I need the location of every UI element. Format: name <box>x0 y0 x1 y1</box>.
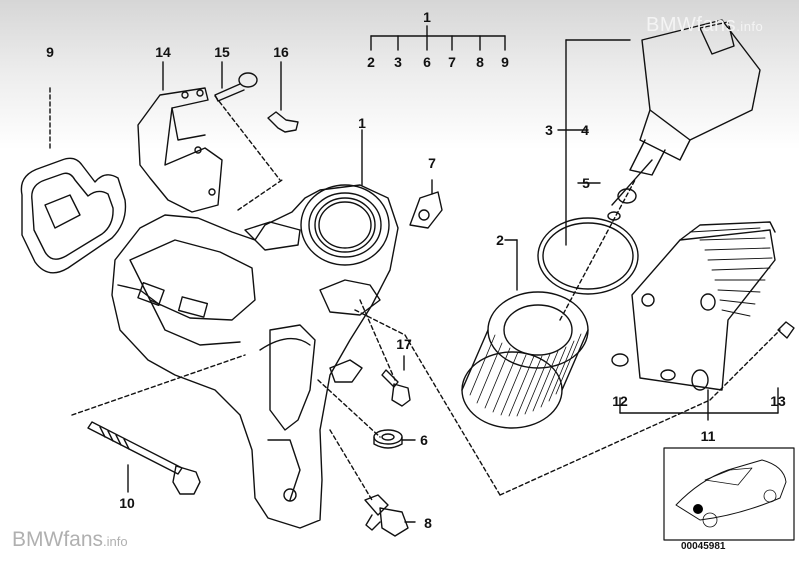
group-bracket-1 <box>370 25 506 51</box>
bolt-17-part <box>381 355 411 407</box>
o-ring-part <box>537 217 639 295</box>
callout-17: 17 <box>396 336 412 352</box>
gasket-part <box>20 87 127 274</box>
bracket-part <box>137 61 223 213</box>
callout-14: 14 <box>155 44 171 60</box>
long-bolt-part <box>87 421 201 495</box>
callout-3-group: 3 <box>394 54 402 70</box>
watermark-top: BMWfans.info <box>646 14 764 36</box>
callout-16: 16 <box>273 44 289 60</box>
callout-5: 5 <box>582 175 590 191</box>
callout-2: 2 <box>496 232 504 248</box>
oil-cooler-part <box>611 221 795 421</box>
filter-element-part <box>461 239 589 429</box>
bolt-part <box>214 61 281 181</box>
callout-9: 9 <box>46 44 54 60</box>
callout-1: 1 <box>358 115 366 131</box>
cap-insert-part <box>409 179 443 229</box>
watermark-bottom: BMWfans.info <box>12 528 128 551</box>
oil-filter-housing <box>111 129 399 529</box>
callout-10: 10 <box>119 495 135 511</box>
callout-4: 4 <box>581 122 589 138</box>
vehicle-inset <box>663 447 795 541</box>
clip-part <box>267 61 299 133</box>
callout-13: 13 <box>770 393 786 409</box>
callout-8: 8 <box>424 515 432 531</box>
inset-part-code: 00045981 <box>681 541 726 552</box>
callout-1-group: 1 <box>423 9 431 25</box>
small-seal-parts <box>577 182 637 221</box>
filter-cap-part <box>557 19 761 246</box>
pressure-switch-part <box>364 494 416 537</box>
callout-12: 12 <box>612 393 628 409</box>
callout-3: 3 <box>545 122 553 138</box>
callout-15: 15 <box>214 44 230 60</box>
seal-ring-part <box>373 429 416 449</box>
callout-7: 7 <box>428 155 436 171</box>
callout-6-group: 6 <box>423 54 431 70</box>
callout-6: 6 <box>420 432 428 448</box>
callout-9-group: 9 <box>501 54 509 70</box>
callout-7-group: 7 <box>448 54 456 70</box>
callout-8-group: 8 <box>476 54 484 70</box>
callout-2-group: 2 <box>367 54 375 70</box>
callout-11: 11 <box>700 428 716 444</box>
